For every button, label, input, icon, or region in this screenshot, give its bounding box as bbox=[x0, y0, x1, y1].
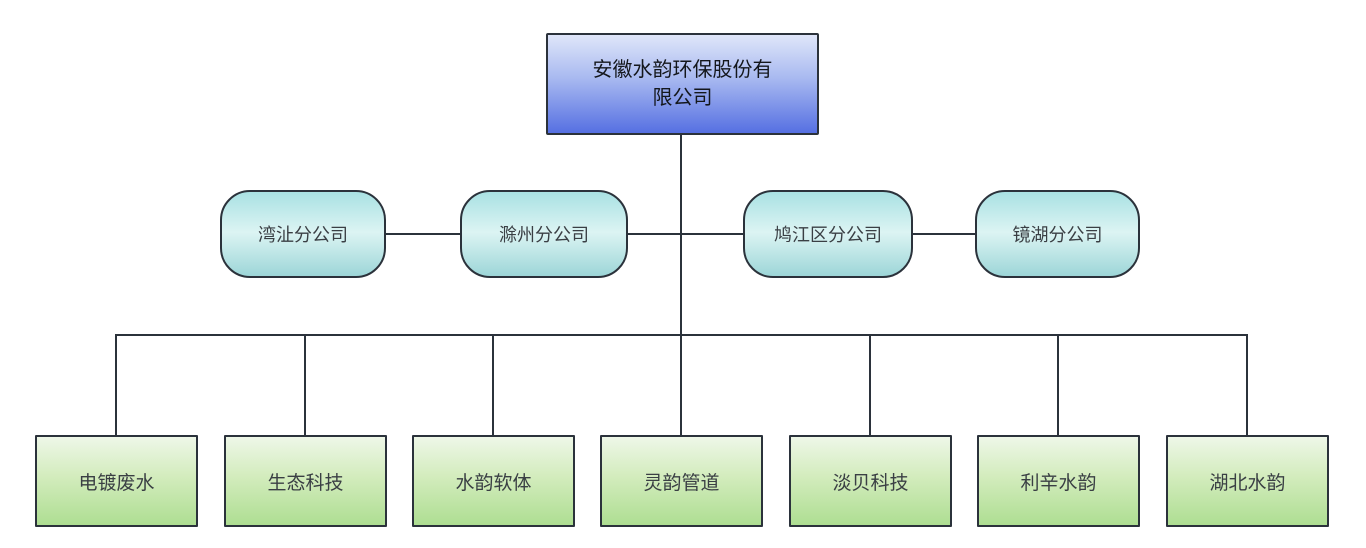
connector-branch-1-2 bbox=[384, 233, 462, 235]
connector-root-trunk bbox=[680, 133, 682, 435]
branch-label: 鸠江区分公司 bbox=[774, 225, 882, 245]
connector-drop-6 bbox=[1057, 334, 1059, 435]
connector-branch-2-3 bbox=[626, 233, 745, 235]
subsidiary-label: 水韵软体 bbox=[455, 472, 532, 494]
branch-node-2[interactable]: 滁州分公司 bbox=[460, 190, 628, 278]
branch-label: 滁州分公司 bbox=[499, 225, 589, 245]
root-company-node[interactable]: 安徽水韵环保股份有限公司 bbox=[546, 33, 819, 135]
subsidiary-node-1[interactable]: 电镀废水 bbox=[35, 435, 198, 527]
branch-node-1[interactable]: 湾沚分公司 bbox=[220, 190, 386, 278]
connector-drop-2 bbox=[304, 334, 306, 435]
connector-drop-5 bbox=[869, 334, 871, 435]
subsidiary-node-2[interactable]: 生态科技 bbox=[224, 435, 387, 527]
subsidiary-label: 湖北水韵 bbox=[1209, 472, 1286, 494]
subsidiary-label: 利辛水韵 bbox=[1020, 472, 1097, 494]
branch-label: 镜湖分公司 bbox=[1012, 225, 1103, 245]
subsidiary-label: 灵韵管道 bbox=[643, 472, 720, 494]
branch-label: 湾沚分公司 bbox=[258, 225, 348, 245]
subsidiary-node-6[interactable]: 利辛水韵 bbox=[977, 435, 1140, 527]
subsidiary-node-5[interactable]: 淡贝科技 bbox=[789, 435, 952, 527]
connector-drop-1 bbox=[115, 334, 117, 435]
connector-branch-3-4 bbox=[911, 233, 977, 235]
subsidiary-label: 电镀废水 bbox=[78, 472, 155, 494]
root-company-label: 安徽水韵环保股份有限公司 bbox=[592, 59, 773, 109]
connector-drop-3 bbox=[492, 334, 494, 435]
connector-drop-7 bbox=[1246, 334, 1248, 435]
subsidiary-node-7[interactable]: 湖北水韵 bbox=[1166, 435, 1329, 527]
subsidiary-node-3[interactable]: 水韵软体 bbox=[412, 435, 575, 527]
connector-subsidiary-bus bbox=[115, 334, 1248, 336]
subsidiary-label: 淡贝科技 bbox=[832, 472, 909, 494]
subsidiary-node-4[interactable]: 灵韵管道 bbox=[600, 435, 763, 527]
branch-node-4[interactable]: 镜湖分公司 bbox=[975, 190, 1140, 278]
subsidiary-label: 生态科技 bbox=[267, 472, 344, 494]
branch-node-3[interactable]: 鸠江区分公司 bbox=[743, 190, 913, 278]
